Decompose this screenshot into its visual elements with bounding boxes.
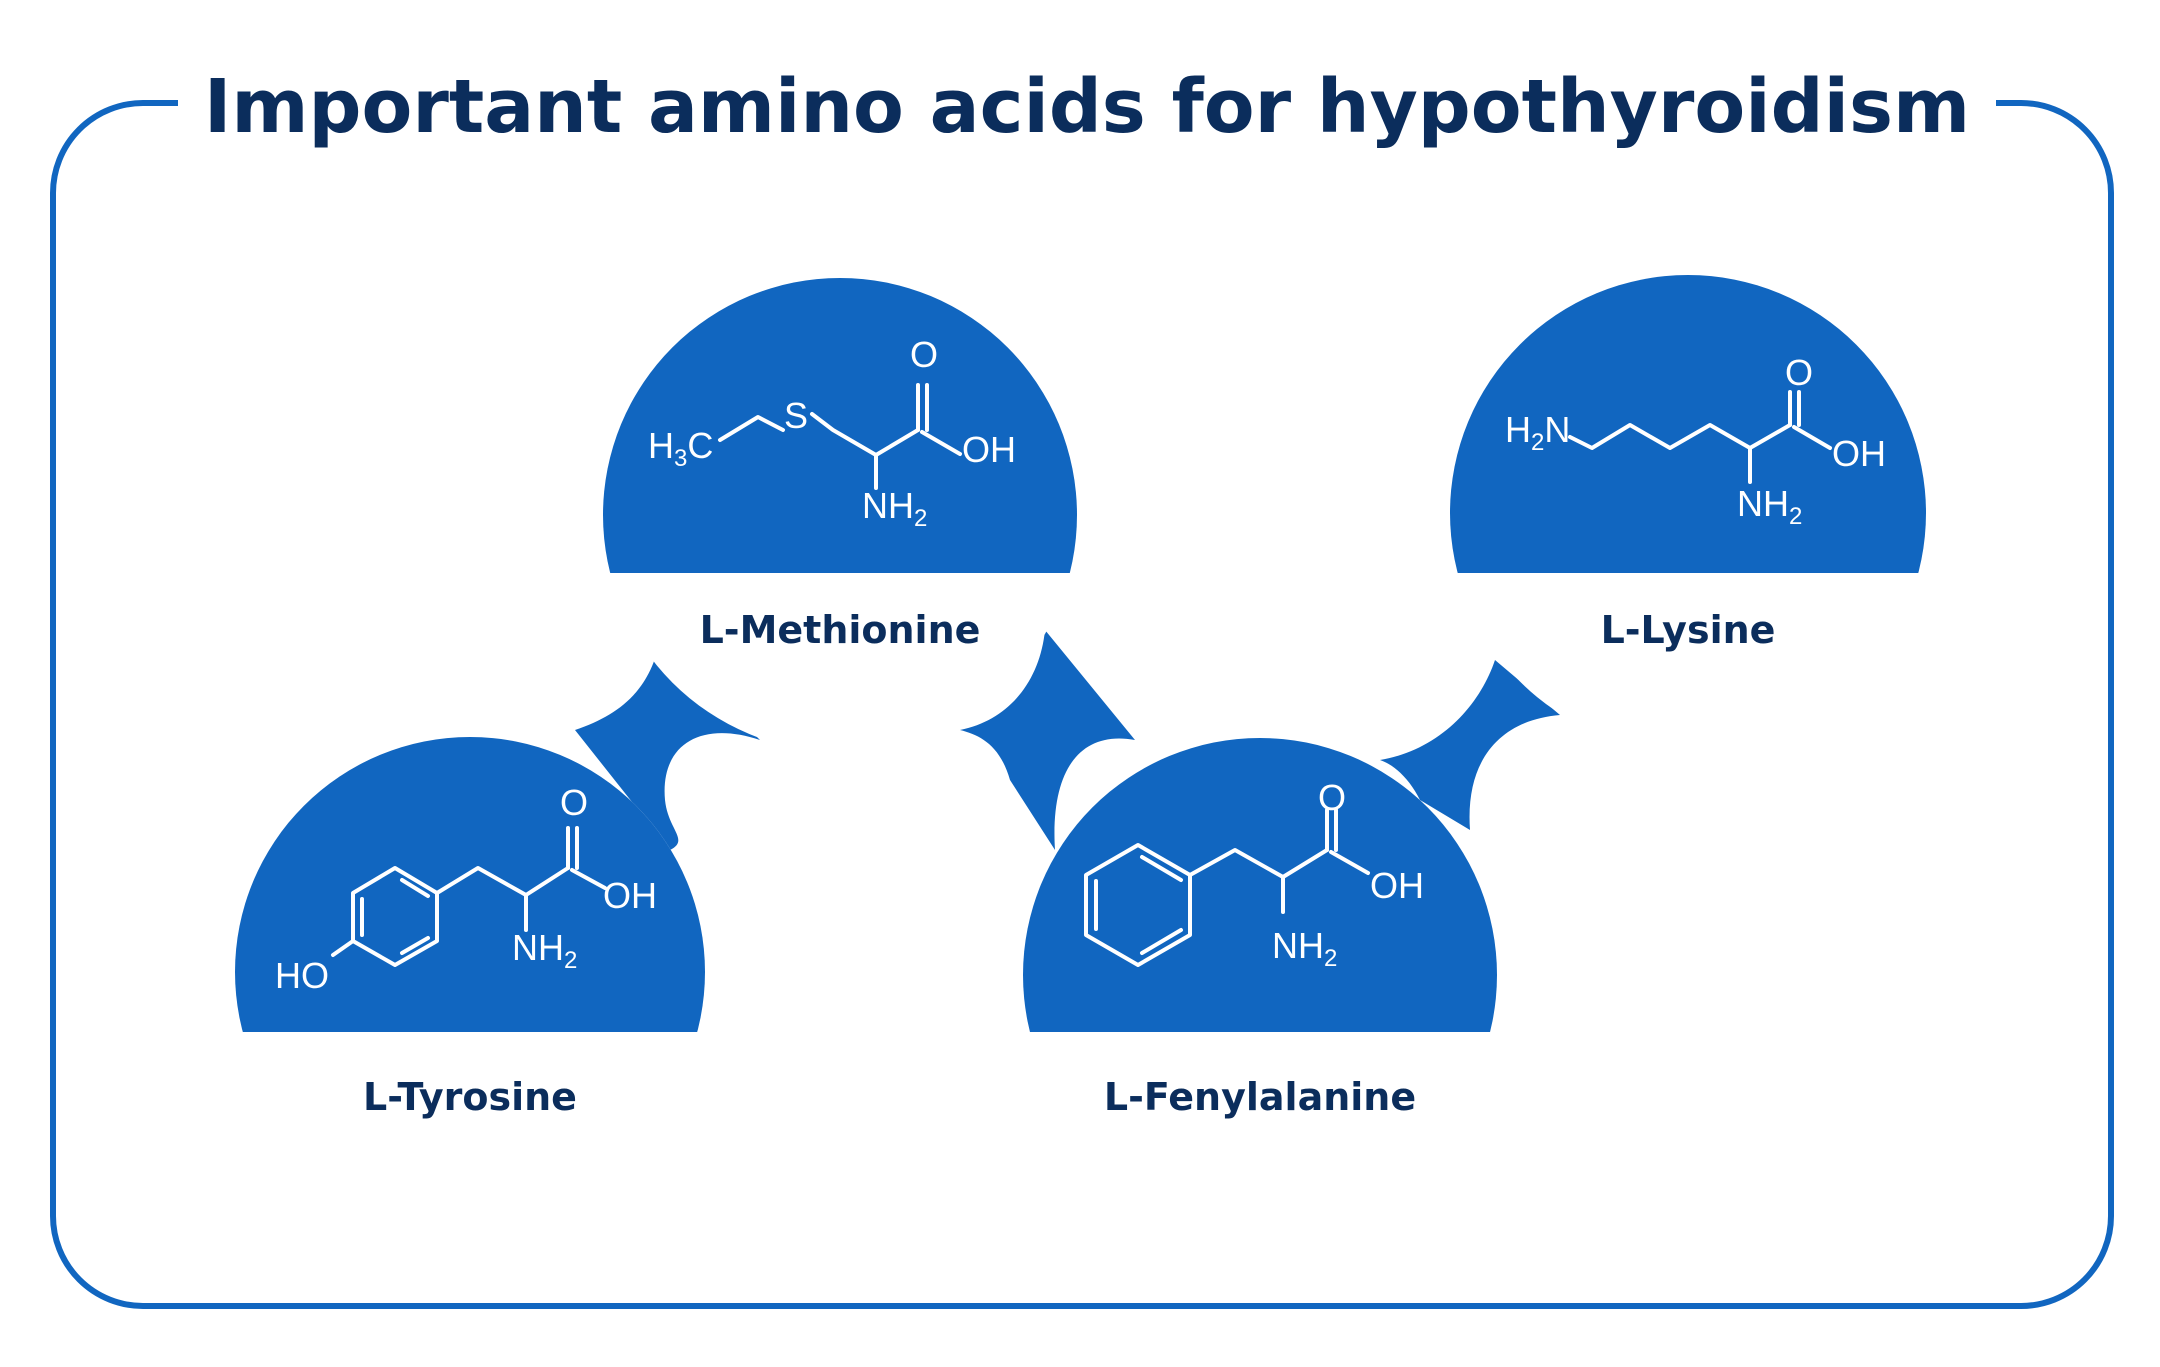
title-background [178, 40, 1996, 150]
connector-fenylalanine-lysine [1380, 660, 1560, 830]
tyrosine-hydroxyl: OH [603, 875, 657, 916]
lysine-carbonyl-o: O [1785, 352, 1813, 393]
lysine-structure: H2N O OH NH2 [1505, 352, 1886, 530]
fenylalanine-structure: O OH NH2 [1084, 777, 1424, 972]
lysine-terminal-amine: H2N [1505, 409, 1570, 456]
methionine-hydroxyl: OH [962, 429, 1016, 470]
methionine-sulfur: S [784, 395, 808, 436]
lysine-label: L-Lysine [1601, 608, 1776, 652]
connector-tyrosine-methionine [575, 640, 760, 850]
connector-shapes [575, 630, 1560, 850]
fenylalanine-hydroxyl: OH [1370, 865, 1424, 906]
fenylalanine-carbonyl-o: O [1318, 777, 1346, 818]
connector-methionine-fenylalanine [960, 630, 1135, 850]
methionine-structure: S O OH H3C NH2 [648, 334, 1016, 532]
methionine-carbonyl-o: O [910, 334, 938, 375]
tyrosine-phenol: HO [275, 955, 329, 996]
tyrosine-carbonyl-o: O [560, 782, 588, 823]
tyrosine-amine: NH2 [512, 927, 577, 974]
tyrosine-label: L-Tyrosine [363, 1075, 577, 1119]
methionine-label: L-Methionine [700, 608, 981, 652]
lysine-hydroxyl: OH [1832, 433, 1886, 474]
methionine-amine: NH2 [862, 485, 927, 532]
node-methionine: S O OH H3C NH2 L-Methionine [603, 278, 1077, 752]
fenylalanine-label: L-Fenylalanine [1104, 1075, 1416, 1119]
lysine-amine: NH2 [1737, 483, 1802, 530]
methionine-structure-panel [603, 278, 1077, 573]
fenylalanine-amine: NH2 [1272, 925, 1337, 972]
tyrosine-structure: O OH HO NH2 [275, 782, 657, 996]
page-title: Important amino acids for hypothyroidism [204, 64, 1970, 150]
methionine-methyl: H3C [648, 425, 713, 472]
